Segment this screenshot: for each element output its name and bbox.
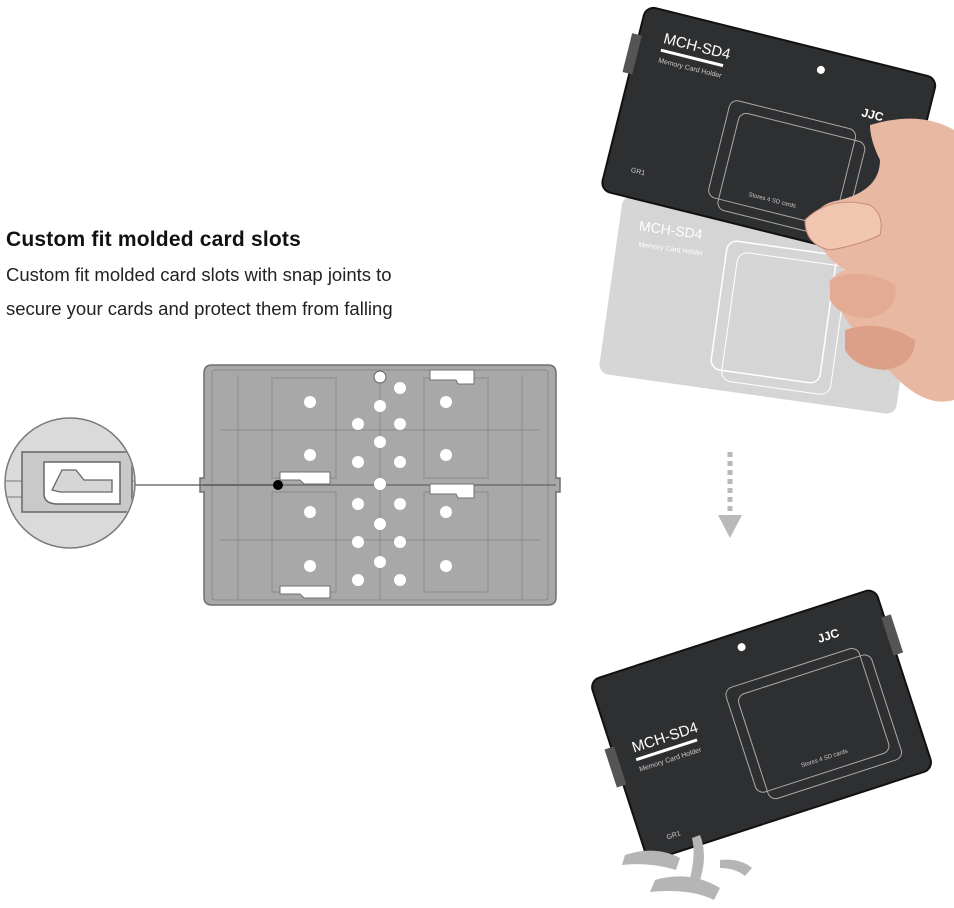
card-bottom: MCH-SD4 Memory Card Holder JJC GR1 Store… [591, 589, 932, 860]
card-bottom-brand: JJC [816, 626, 842, 646]
callout-point [273, 480, 283, 490]
card-top-brand: JJC [860, 105, 885, 124]
down-arrow-icon [718, 452, 742, 538]
product-photo: MCH-SD4 Memory Card Holder MCH-SD4 Memor… [591, 6, 954, 900]
holder-diagram [4, 364, 561, 606]
feature-description-line-1: Custom fit molded card slots with snap j… [6, 264, 392, 285]
hand [804, 118, 954, 402]
feature-title: Custom fit molded card slots [6, 228, 301, 251]
feature-text-block: Custom fit molded card slots Custom fit … [6, 228, 476, 326]
holder-layout [199, 364, 561, 606]
card-top-color-code: GR1 [630, 167, 646, 177]
feature-description: Custom fit molded card slots with snap j… [6, 258, 476, 326]
feature-description-line-2: secure your cards and protect them from … [6, 298, 393, 319]
impact-splash [622, 835, 752, 900]
card-bottom-color-code: GR1 [666, 830, 682, 841]
zoom-callout-icon [4, 417, 136, 549]
holder-holes [304, 382, 452, 586]
